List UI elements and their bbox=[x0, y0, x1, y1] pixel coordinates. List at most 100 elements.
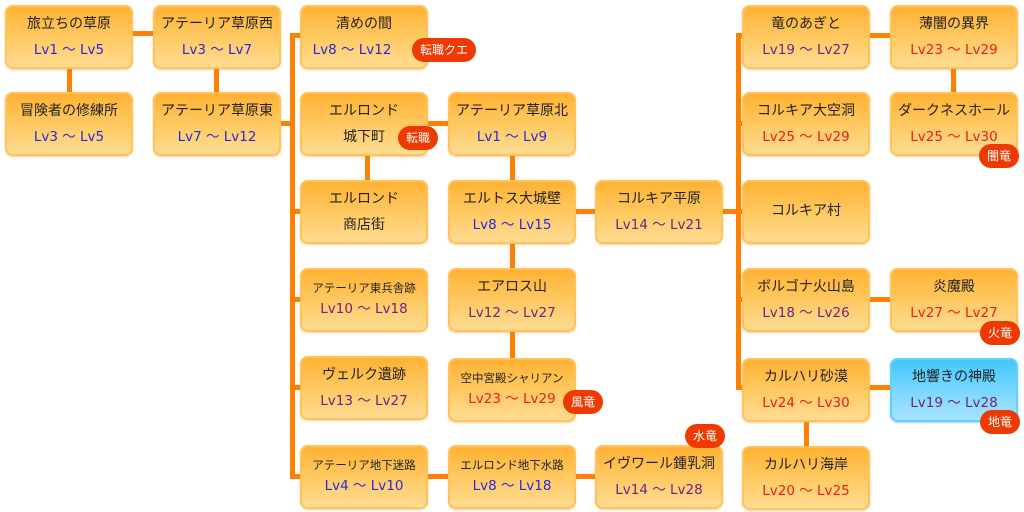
connector-line bbox=[576, 209, 596, 214]
area-node-boukensha[interactable]: 冒険者の修練所 Lv3 〜 Lv5 bbox=[5, 92, 133, 156]
area-node-korkia-heigen[interactable]: コルキア平原 Lv14 〜 Lv21 bbox=[595, 180, 723, 244]
connector-line bbox=[736, 385, 744, 390]
area-level: Lv7 〜 Lv12 bbox=[177, 129, 257, 145]
area-node-darkness[interactable]: ダークネスホール Lv25 〜 Lv30 bbox=[890, 92, 1018, 156]
connector-line bbox=[290, 297, 302, 302]
area-node-elrond-shotengai[interactable]: エルロンド 商店街 bbox=[300, 180, 428, 244]
area-node-eltos[interactable]: エルトス大城壁 Lv8 〜 Lv15 bbox=[448, 180, 576, 244]
area-level: Lv27 〜 Lv27 bbox=[910, 305, 998, 321]
area-name: アテーリア草原西 bbox=[161, 16, 273, 32]
area-name: エアロス山 bbox=[477, 279, 547, 295]
area-name: エルロンド bbox=[329, 191, 399, 207]
connector-line bbox=[576, 474, 596, 479]
area-name: 薄闇の異界 bbox=[919, 16, 989, 32]
area-level: Lv25 〜 Lv29 bbox=[762, 129, 850, 145]
area-node-ateria-heisha[interactable]: アテーリア東兵舎跡 Lv10 〜 Lv18 bbox=[300, 268, 428, 332]
job-quest-badge: 転職クエ bbox=[412, 38, 476, 62]
connector-line bbox=[290, 33, 295, 479]
area-node-tabidachi[interactable]: 旅立ちの草原 Lv1 〜 Lv5 bbox=[5, 5, 133, 69]
area-node-usuyami[interactable]: 薄闇の異界 Lv23 〜 Lv29 bbox=[890, 5, 1018, 69]
area-node-shariann[interactable]: 空中宮殿シャリアン Lv23 〜 Lv29 bbox=[448, 358, 576, 422]
area-name: 竜のあぎと bbox=[771, 16, 841, 32]
area-node-korkia-kudo[interactable]: コルキア大空洞 Lv25 〜 Lv29 bbox=[742, 92, 870, 156]
area-level: Lv14 〜 Lv28 bbox=[615, 482, 703, 498]
connector-line bbox=[804, 416, 809, 448]
area-node-kiyome[interactable]: 清めの間 Lv8 〜 Lv12 bbox=[300, 5, 428, 69]
area-node-volgona[interactable]: ボルゴナ火山島 Lv18 〜 Lv26 bbox=[742, 268, 870, 332]
area-name: エルロンド地下水路 bbox=[460, 458, 564, 472]
connector-line bbox=[736, 33, 741, 389]
area-level: Lv18 〜 Lv26 bbox=[762, 305, 850, 321]
area-name: コルキア村 bbox=[771, 203, 841, 219]
area-name: 地響きの神殿 bbox=[912, 369, 996, 385]
area-name: エルロンド bbox=[329, 103, 399, 119]
area-level: Lv8 〜 Lv12 bbox=[312, 42, 392, 58]
area-level: Lv20 〜 Lv25 bbox=[762, 483, 850, 499]
area-level: Lv14 〜 Lv21 bbox=[615, 217, 703, 233]
area-node-ateria-chika[interactable]: アテーリア地下迷路 Lv4 〜 Lv10 bbox=[300, 445, 428, 509]
area-node-verk[interactable]: ヴェルク遺跡 Lv13 〜 Lv27 bbox=[300, 356, 428, 420]
connector-line bbox=[722, 209, 744, 214]
connector-line bbox=[951, 66, 956, 94]
area-node-elrond-suiro[interactable]: エルロンド地下水路 Lv8 〜 Lv18 bbox=[448, 445, 576, 509]
job-change-badge: 転職 bbox=[398, 126, 438, 150]
area-node-ryu-no-agito[interactable]: 竜のあぎと Lv19 〜 Lv27 bbox=[742, 5, 870, 69]
area-name: 空中宮殿シャリアン bbox=[460, 371, 564, 385]
connector-line bbox=[736, 297, 744, 302]
area-name: ボルゴナ火山島 bbox=[757, 279, 855, 295]
connector-line bbox=[132, 31, 156, 36]
area-level: Lv10 〜 Lv18 bbox=[320, 301, 408, 317]
connector-line bbox=[280, 121, 294, 126]
connector-line bbox=[428, 474, 450, 479]
area-level: Lv8 〜 Lv15 bbox=[472, 217, 552, 233]
connector-line bbox=[428, 121, 450, 126]
area-level: Lv24 〜 Lv30 bbox=[762, 395, 850, 411]
area-level: Lv23 〜 Lv29 bbox=[910, 42, 998, 58]
area-name: ダークネスホール bbox=[898, 103, 1010, 119]
area-level: Lv23 〜 Lv29 bbox=[468, 391, 556, 407]
area-level: Lv13 〜 Lv27 bbox=[320, 393, 408, 409]
connector-line bbox=[290, 474, 302, 479]
area-node-ateria-higashi[interactable]: アテーリア草原東 Lv7 〜 Lv12 bbox=[153, 92, 281, 156]
area-node-ateria-kita[interactable]: アテーリア草原北 Lv1 〜 Lv9 bbox=[448, 92, 576, 156]
fire-dragon-badge: 火竜 bbox=[980, 321, 1020, 345]
area-name: アテーリア草原北 bbox=[456, 103, 568, 119]
dark-dragon-badge: 闇竜 bbox=[979, 144, 1019, 168]
area-name: カルハリ砂漠 bbox=[764, 369, 848, 385]
area-node-ateria-nishi[interactable]: アテーリア草原西 Lv3 〜 Lv7 bbox=[153, 5, 281, 69]
area-level: Lv19 〜 Lv28 bbox=[910, 395, 998, 411]
connector-line bbox=[290, 385, 302, 390]
area-name: アテーリア地下迷路 bbox=[312, 458, 416, 472]
earth-dragon-badge: 地竜 bbox=[980, 410, 1020, 434]
area-level: Lv1 〜 Lv9 bbox=[476, 129, 548, 145]
area-name-line2: 城下町 bbox=[343, 129, 385, 145]
area-name: 炎魔殿 bbox=[933, 279, 975, 295]
area-name: 清めの間 bbox=[336, 16, 392, 32]
area-name-line2: 商店街 bbox=[343, 217, 385, 233]
area-node-karuhari-kaigan[interactable]: カルハリ海岸 Lv20 〜 Lv25 bbox=[742, 446, 870, 510]
area-level: Lv4 〜 Lv10 bbox=[324, 478, 404, 494]
connector-line bbox=[214, 66, 219, 94]
area-name: コルキア大空洞 bbox=[757, 103, 855, 119]
area-level: Lv3 〜 Lv5 bbox=[33, 129, 105, 145]
connector-line bbox=[736, 121, 744, 126]
connector-line bbox=[868, 297, 892, 302]
area-name: ヴェルク遺跡 bbox=[322, 367, 406, 383]
connector-line bbox=[290, 209, 302, 214]
area-name: アテーリア草原東 bbox=[161, 103, 273, 119]
area-level: Lv19 〜 Lv27 bbox=[762, 42, 850, 58]
connector-line bbox=[67, 66, 72, 94]
area-node-korkia-mura[interactable]: コルキア村 bbox=[742, 180, 870, 244]
area-node-aeros[interactable]: エアロス山 Lv12 〜 Lv27 bbox=[448, 268, 576, 332]
connector-line bbox=[736, 33, 744, 38]
connector-line bbox=[510, 152, 515, 358]
connector-line bbox=[365, 148, 370, 184]
area-node-ivoir[interactable]: イヴワール鍾乳洞 Lv14 〜 Lv28 bbox=[595, 445, 723, 509]
area-name: カルハリ海岸 bbox=[764, 457, 848, 473]
area-name: 旅立ちの草原 bbox=[27, 16, 111, 32]
area-level: Lv1 〜 Lv5 bbox=[33, 42, 105, 58]
area-node-karuhari-sabaku[interactable]: カルハリ砂漠 Lv24 〜 Lv30 bbox=[742, 358, 870, 422]
wind-dragon-badge: 風竜 bbox=[563, 390, 603, 414]
area-level: Lv8 〜 Lv18 bbox=[472, 478, 552, 494]
area-name: エルトス大城壁 bbox=[463, 191, 561, 207]
